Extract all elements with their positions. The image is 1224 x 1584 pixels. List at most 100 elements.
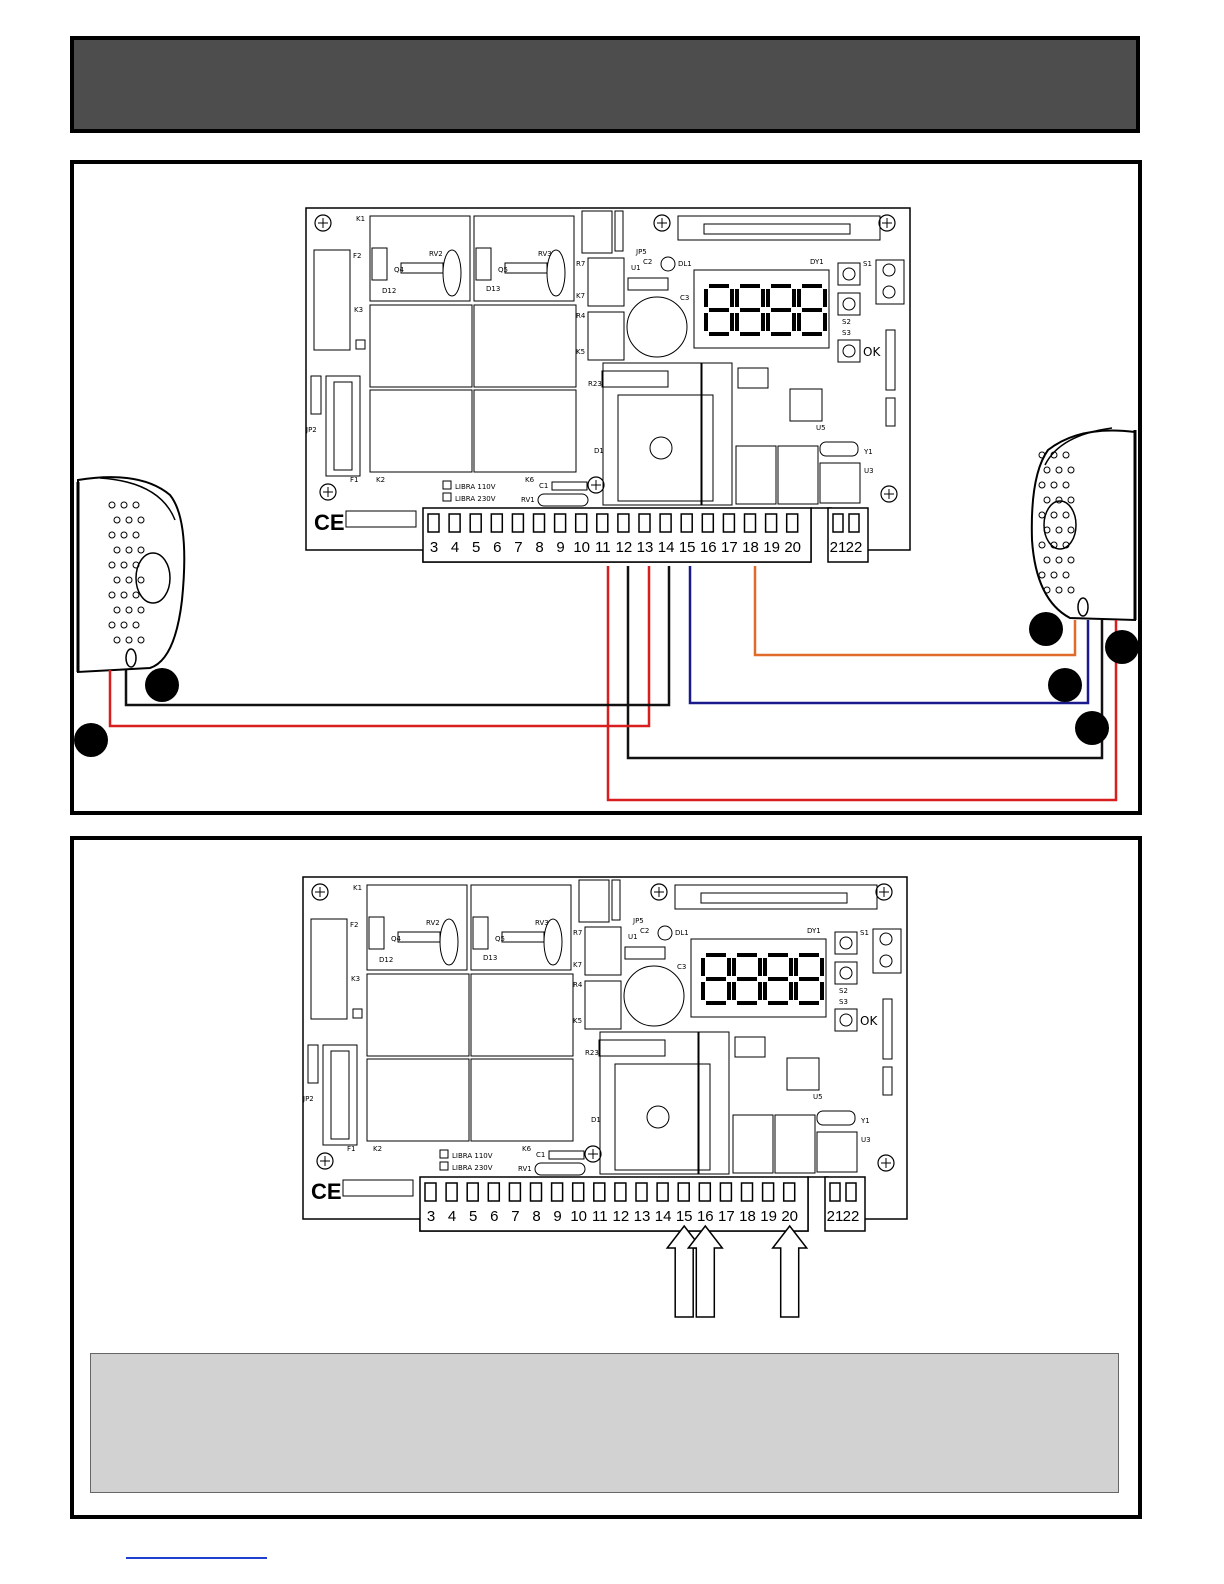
seven-segment-digit xyxy=(763,953,793,1005)
vent-hole xyxy=(113,546,121,554)
connector xyxy=(322,1044,358,1146)
connector-inner xyxy=(330,1050,350,1140)
vent-hole xyxy=(113,606,121,614)
chip-u5 xyxy=(786,1057,820,1091)
terminal-number: 17 xyxy=(718,1208,735,1225)
vent-hole xyxy=(1038,571,1046,579)
vent-hole xyxy=(1067,526,1075,534)
vent-hole xyxy=(137,606,145,614)
connector-strip xyxy=(677,215,881,241)
note-box xyxy=(90,1353,1119,1493)
terminal-screw xyxy=(829,1182,841,1202)
terminal-number: 6 xyxy=(490,1208,498,1225)
callout-dot xyxy=(145,668,179,702)
vent-hole xyxy=(1043,466,1051,474)
screw xyxy=(882,263,896,277)
terminal-block-power xyxy=(875,259,905,305)
component xyxy=(584,926,622,976)
terminal-screw xyxy=(701,513,715,533)
vent-hole xyxy=(1038,541,1046,549)
seven-segment-digit xyxy=(704,284,734,336)
vent-hole xyxy=(1043,586,1051,594)
label-u3: U3 xyxy=(864,467,874,475)
button-s2 xyxy=(837,292,861,316)
label-dy1: DY1 xyxy=(810,258,824,266)
terminal-screw xyxy=(782,1182,796,1202)
terminal-number: 15 xyxy=(679,539,696,556)
component xyxy=(584,980,622,1030)
pin-header xyxy=(885,397,896,427)
vent-hole xyxy=(1062,511,1070,519)
vent-hole xyxy=(1067,496,1075,504)
vent-hole xyxy=(125,636,133,644)
footer-link-underline[interactable] xyxy=(126,1557,267,1559)
seven-segment-digit xyxy=(732,953,762,1005)
vent-hole xyxy=(132,561,140,569)
terminal-screw xyxy=(427,513,440,533)
label-plate xyxy=(342,1179,414,1197)
terminal-screw xyxy=(424,1182,437,1202)
terminal-number: 10 xyxy=(570,1208,587,1225)
vent-hole xyxy=(1062,571,1070,579)
terminal-number: 18 xyxy=(739,1208,756,1225)
resistor-r23 xyxy=(598,1039,666,1057)
heatsink xyxy=(698,1031,730,1175)
button-s3 xyxy=(834,1008,858,1032)
terminal-screw xyxy=(785,513,799,533)
fuse-f2 xyxy=(310,918,348,1020)
terminal-screw xyxy=(553,513,567,533)
component xyxy=(624,946,666,960)
crystal-y1 xyxy=(819,441,859,457)
terminal-number: 13 xyxy=(634,1208,651,1225)
label-k2: K2 xyxy=(373,1145,382,1153)
vent-hole xyxy=(120,561,128,569)
terminal-number: 15 xyxy=(676,1208,693,1225)
label-s2: S2 xyxy=(842,318,851,326)
label-k1: K1 xyxy=(353,884,362,892)
terminal-number: 6 xyxy=(493,539,501,556)
label-rv3: RV3 xyxy=(535,919,549,927)
label-dl1: DL1 xyxy=(678,260,692,268)
up-arrow xyxy=(771,1224,809,1318)
terminal-strip xyxy=(422,507,812,563)
relay xyxy=(369,304,473,388)
label-k2: K2 xyxy=(376,476,385,484)
relay xyxy=(470,973,574,1057)
varistor-rv1 xyxy=(537,493,589,507)
vent-hole xyxy=(137,546,145,554)
label-s3: S3 xyxy=(839,998,848,1006)
label-rv1: RV1 xyxy=(521,496,535,504)
label-q5: Q5 xyxy=(495,935,505,943)
relay xyxy=(369,389,473,473)
vent-hole xyxy=(113,516,121,524)
callout-dot xyxy=(74,723,108,757)
terminal-number: 18 xyxy=(742,539,759,556)
chip-grid xyxy=(734,1036,766,1058)
vent-hole xyxy=(120,501,128,509)
terminal-number: 7 xyxy=(511,1208,519,1225)
pad xyxy=(355,339,366,350)
mounting-hole xyxy=(880,485,898,503)
label-r7: R7 xyxy=(573,929,582,937)
vent-hole xyxy=(1050,541,1058,549)
screw xyxy=(882,285,896,299)
terminal-screw xyxy=(764,513,778,533)
terminal-screw xyxy=(656,1182,669,1202)
diode xyxy=(472,916,489,950)
chip-u3 xyxy=(816,1131,858,1173)
terminal-number: 21 xyxy=(827,1208,844,1225)
terminal-number: 22 xyxy=(843,1208,860,1225)
relay-small xyxy=(732,1114,774,1174)
label-c1: C1 xyxy=(539,482,548,490)
label-q4: Q4 xyxy=(391,935,402,943)
terminal-number: 9 xyxy=(553,1208,561,1225)
terminal-screw xyxy=(466,1182,479,1202)
wire xyxy=(606,566,1118,802)
label-f2: F2 xyxy=(353,252,361,260)
wire xyxy=(108,566,651,728)
label-k3: K3 xyxy=(354,306,363,314)
vent-hole xyxy=(125,606,133,614)
label-s3: S3 xyxy=(842,329,851,337)
relay xyxy=(366,973,470,1057)
label-d1: D1 xyxy=(591,1116,601,1124)
